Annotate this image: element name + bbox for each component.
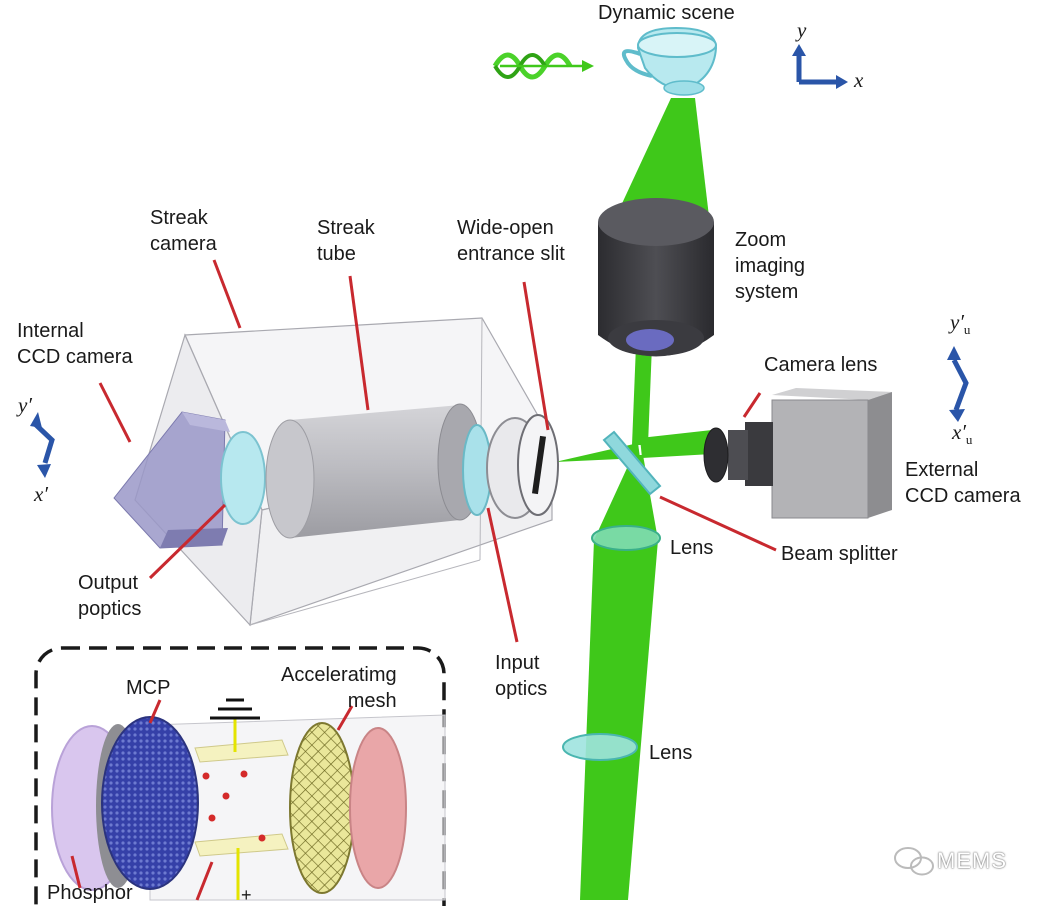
- mcp-detail-illustration: [51, 698, 446, 901]
- leader-camera-lens: [742, 392, 762, 418]
- leader-output-optics: [148, 503, 227, 580]
- label-lens-upper: Lens: [670, 537, 714, 559]
- label-beam-splitter: Beam splitter: [781, 543, 898, 565]
- leader-phosphor: [70, 855, 82, 889]
- leader-mcp: [148, 699, 162, 724]
- label-wide-open-slit: Wide-open entrance slit: [457, 217, 565, 265]
- leader-streak-camera: [212, 259, 242, 329]
- leader-beam-splitter: [659, 495, 777, 552]
- beam-lower-vertical: [580, 455, 658, 900]
- incoming-light-wave: [492, 52, 594, 80]
- streak-tube: [265, 403, 483, 539]
- label-phosphor: Phosphor: [47, 882, 133, 904]
- axis-sub-external-x: u: [965, 432, 973, 448]
- label-lens-lower: Lens: [649, 742, 693, 764]
- output-optics-lens: [220, 431, 266, 525]
- leader-streak-tube: [348, 275, 370, 411]
- beam-splitter-to-camera: [640, 430, 712, 458]
- internal-ccd-camera: [113, 411, 230, 549]
- leader-wide-open-slit: [522, 281, 550, 431]
- label-external-ccd: External CCD camera: [905, 459, 1021, 507]
- leader-accelerating-mesh: [336, 705, 354, 731]
- label-plus-sign: +: [241, 885, 252, 905]
- axis-label-scene-y: y: [797, 18, 807, 42]
- beam-scene-to-zoom: [612, 98, 710, 225]
- label-mcp: MCP: [126, 677, 171, 699]
- label-streak-camera: Streak camera: [150, 207, 217, 255]
- label-internal-ccd: Internal CCD camera: [17, 320, 133, 368]
- axis-label-scene-x: x: [854, 68, 864, 92]
- axis-label-internal-x: x′: [34, 482, 48, 506]
- entrance-slit-assembly: [486, 414, 559, 519]
- zoom-imaging-system: [598, 198, 714, 357]
- photocathode-plate: [349, 727, 407, 889]
- beam-splitter: [602, 430, 662, 496]
- leader-input-optics: [486, 507, 519, 643]
- external-ccd-axes-icon: [947, 346, 969, 422]
- leader-lines: [70, 259, 777, 901]
- wechat-icon: [894, 847, 934, 876]
- internal-ccd-axes-icon: [30, 412, 55, 478]
- light-beam: [555, 98, 712, 900]
- label-camera-lens: Camera lens: [764, 354, 878, 376]
- mcp-plate: [101, 716, 199, 890]
- accelerating-mesh-plate: [289, 722, 355, 894]
- label-dynamic-scene: Dynamic scene: [598, 2, 735, 24]
- dynamic-scene-teacup: [621, 26, 718, 96]
- external-ccd-camera: [703, 388, 892, 519]
- axis-label-internal-y: y′: [18, 393, 32, 417]
- lens-lower: [562, 733, 638, 761]
- leader-internal-ccd: [98, 382, 132, 443]
- lens-upper: [591, 525, 661, 551]
- axis-sub-external-y: u: [963, 322, 971, 338]
- label-zoom-imaging: Zoom imaging system: [735, 229, 806, 303]
- scene-axes-icon: [792, 44, 848, 89]
- label-streak-tube: Streak tube: [317, 217, 375, 265]
- leader-inset-extra: [195, 861, 214, 901]
- label-accelerating-mesh: Acceleratimg mesh: [281, 664, 397, 712]
- label-input-optics: Input optics: [495, 652, 548, 700]
- beam-zoom-to-splitter: [632, 345, 652, 445]
- axis-label-external-y: y′u: [950, 310, 971, 338]
- axis-label-external-x: x′u: [952, 420, 973, 448]
- watermark-text: MEMS: [937, 848, 1007, 873]
- label-output-optics: Output poptics: [78, 572, 142, 620]
